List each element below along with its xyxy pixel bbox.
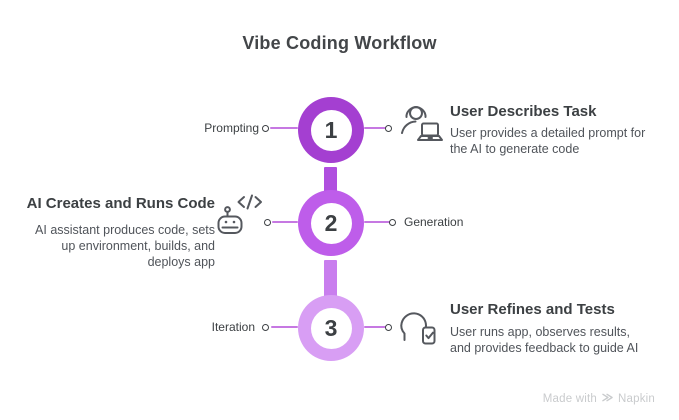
step-circle-1: 1 (298, 97, 364, 163)
watermark-brand: Napkin (618, 393, 655, 405)
step-3-description-line-2: and provides feedback to guide AI (450, 341, 639, 355)
step-3-description-line-1: User runs app, observes results, (450, 325, 630, 339)
step-2-description-line-2: up environment, builds, and (61, 239, 215, 253)
step-3-side-label: Iteration (211, 320, 255, 334)
step-3-description: User runs app, observes results, and pro… (450, 324, 638, 356)
step-number-3: 3 (310, 307, 352, 349)
step-1-description-line-2: the AI to generate code (450, 142, 580, 156)
step-2-description-line-3: deploys app (147, 255, 215, 269)
step-1-heading: User Describes Task (450, 103, 597, 120)
connector-dot (264, 218, 271, 226)
robot-code-icon (214, 192, 266, 242)
connector-line (270, 127, 298, 129)
user-laptop-icon (395, 100, 447, 150)
spine-bar-2-3 (324, 260, 337, 300)
napkin-logo-icon (601, 392, 614, 406)
spine-bar-1-2 (324, 167, 337, 195)
step-3-heading: User Refines and Tests (450, 301, 615, 318)
step-2-side-label: Generation (404, 215, 464, 229)
connector-dot (389, 218, 396, 226)
diagram-title: Vibe Coding Workflow (242, 33, 437, 53)
step-1-description: User provides a detailed prompt for the … (450, 125, 645, 157)
step-2-description-line-1: AI assistant produces code, sets (35, 223, 215, 237)
step-2-description: AI assistant produces code, sets up envi… (35, 222, 215, 270)
watermark: Made with Napkin (543, 392, 655, 406)
connector-dot (385, 124, 392, 132)
connector-dot (385, 323, 392, 331)
step-number-1: 1 (310, 109, 352, 151)
step-circle-3: 3 (298, 295, 364, 361)
connector-line (364, 221, 391, 223)
connector-line (271, 326, 298, 328)
connector-dot (262, 323, 269, 331)
watermark-prefix: Made with (542, 393, 597, 405)
step-1-side-label: Prompting (204, 121, 259, 135)
step-2-heading: AI Creates and Runs Code (26, 195, 215, 212)
connector-line (272, 221, 298, 223)
step-1-description-line-1: User provides a detailed prompt for (450, 126, 646, 140)
connector-line (364, 127, 387, 129)
connector-line (364, 326, 387, 328)
head-device-check-icon (392, 298, 444, 348)
step-circle-2: 2 (298, 190, 364, 256)
connector-dot (262, 124, 269, 132)
step-number-2: 2 (310, 202, 352, 244)
